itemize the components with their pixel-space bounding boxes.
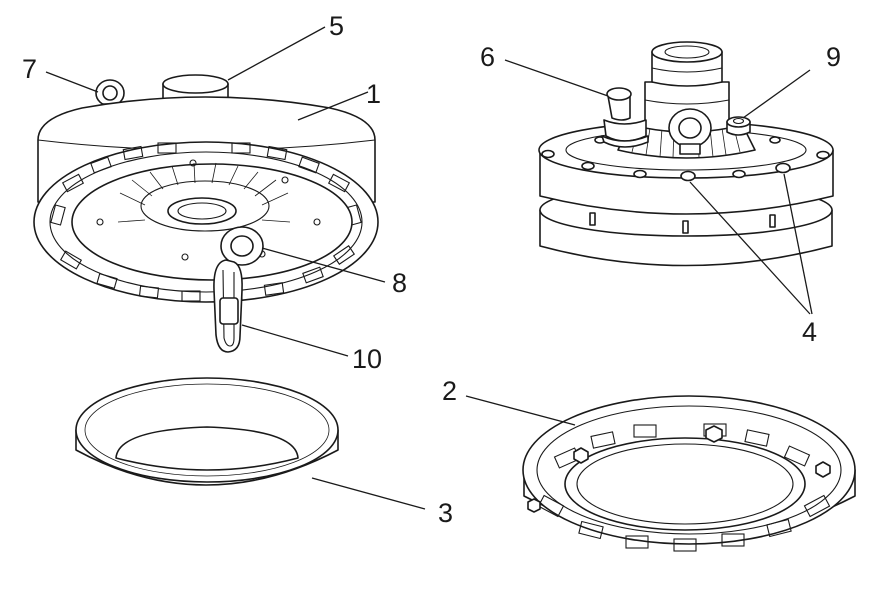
flanged-ring-2 — [522, 395, 856, 552]
leader-1 — [297, 91, 369, 121]
leader-10 — [241, 324, 349, 357]
callout-7: 7 — [22, 54, 37, 84]
callout-6: 6 — [480, 42, 495, 72]
ring-hex-nuts — [527, 425, 831, 513]
leader-6 — [504, 59, 609, 97]
leader-lines — [45, 26, 813, 510]
assembly-eye-bolt — [668, 108, 712, 155]
leader-7 — [45, 71, 99, 93]
callout-10: 10 — [352, 344, 382, 374]
leader-3 — [311, 477, 426, 510]
flange-slots — [50, 142, 362, 302]
leader-4a — [689, 181, 811, 315]
leader-5 — [227, 26, 326, 81]
callout-5: 5 — [329, 11, 344, 41]
leader-2 — [465, 395, 576, 426]
lower-disc-pins — [589, 212, 776, 234]
callout-labels: 1 2 3 4 5 6 7 8 9 10 — [22, 11, 841, 528]
leader-8 — [261, 247, 386, 283]
ring-cells — [537, 423, 831, 552]
rim-screws-4 — [541, 136, 830, 182]
radial-fins — [117, 162, 291, 223]
callout-2: 2 — [442, 376, 457, 406]
callout-3: 3 — [438, 498, 453, 528]
nut-9 — [726, 116, 751, 136]
central-bore — [167, 197, 237, 225]
callout-4: 4 — [802, 317, 817, 347]
callout-9: 9 — [826, 42, 841, 72]
carabiner-10 — [213, 259, 243, 353]
motor-assembly — [538, 41, 834, 267]
callout-8: 8 — [392, 268, 407, 298]
callout-1: 1 — [366, 79, 381, 109]
leader-9 — [742, 69, 811, 119]
valve-fitting-6 — [601, 87, 649, 148]
eye-ring-8 — [220, 226, 264, 266]
housing-assembly — [33, 74, 379, 353]
ring-gasket-3 — [75, 377, 339, 486]
leader-4b — [783, 173, 813, 315]
